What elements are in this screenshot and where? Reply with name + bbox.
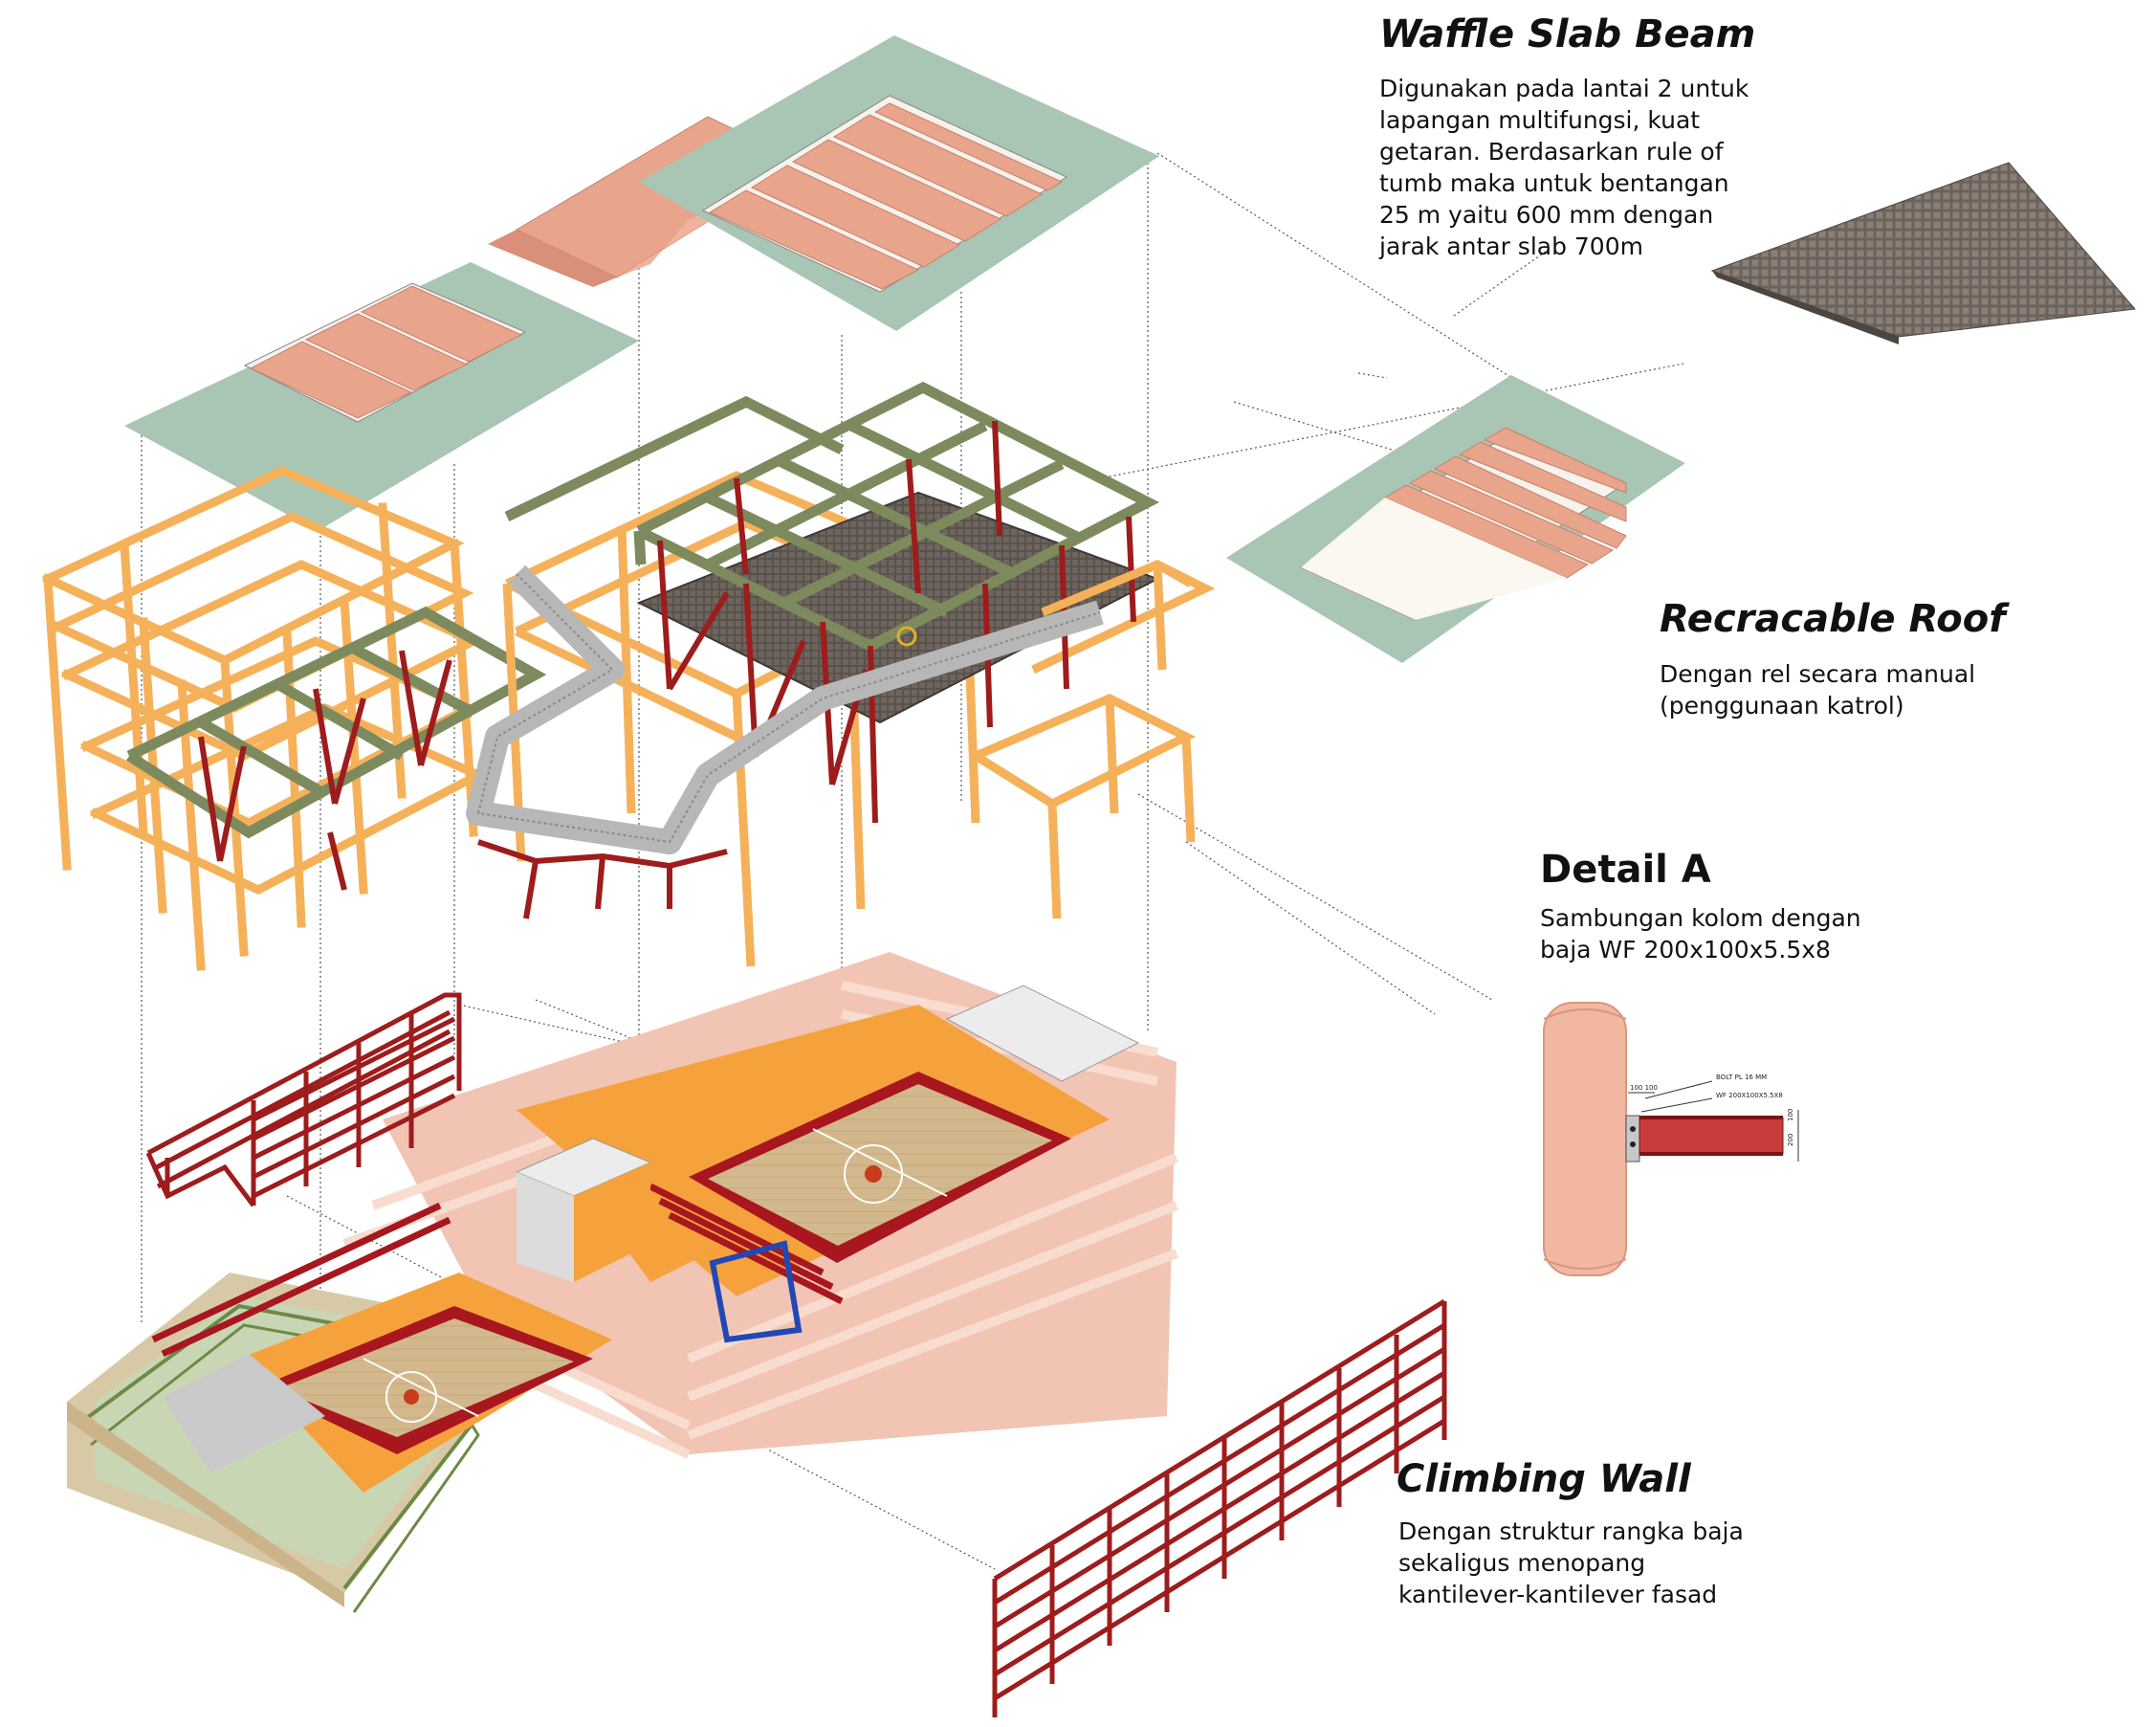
detail-a-drawing: BOLT PL 16 MM WF 200X100X5.5X8 100 100 1…: [1543, 1002, 1799, 1276]
waffle-title: Waffle Slab Beam: [1379, 12, 1756, 56]
structural-frame: [42, 381, 1216, 971]
detail-body: Sambungan kolom dengan baja WF 200x100x5…: [1540, 904, 1861, 963]
detail-title: Detail A: [1540, 848, 1711, 892]
walkway-ramp: [466, 565, 1104, 854]
ground-floor-model: [67, 952, 1178, 1727]
roof-title: Recracable Roof: [1660, 597, 2006, 641]
dim-side-b: 200: [1787, 1134, 1794, 1146]
dim-top-label: 100 100: [1630, 1084, 1658, 1092]
climbing-title: Climbing Wall: [1397, 1457, 1691, 1501]
waffle-body: Digunakan pada lantai 2 untuk lapangan m…: [1379, 75, 1749, 260]
climbing-wall-left: [145, 992, 462, 1207]
climbing-wall-right: [992, 1298, 1447, 1717]
wf-label: WF 200X100X5.5X8: [1716, 1092, 1783, 1099]
waffle-slab-thumbnail: [1710, 162, 2136, 344]
roof-plane-left: [124, 262, 639, 531]
roof-plane-right: [1226, 375, 1685, 663]
climbing-body: Dengan struktur rangka baja sekaligus me…: [1398, 1517, 1744, 1608]
roof-plane-top: [639, 35, 1159, 331]
dim-side-a: 100: [1787, 1109, 1794, 1121]
bolt-label: BOLT PL 16 MM: [1716, 1074, 1767, 1081]
roof-body: Dengan rel secara manual (penggunaan kat…: [1660, 660, 1976, 720]
